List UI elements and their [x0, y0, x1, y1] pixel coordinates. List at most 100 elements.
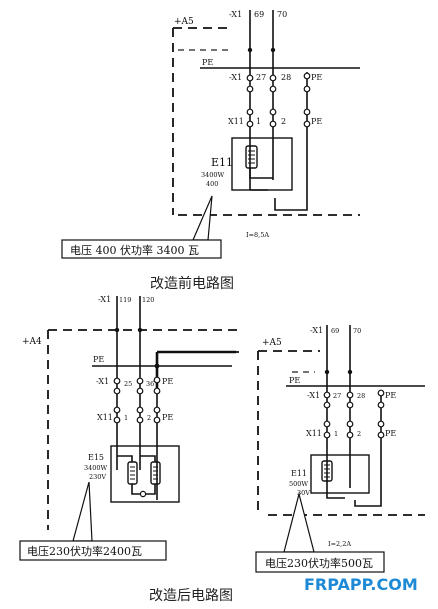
heater-coil-icon: [150, 461, 161, 485]
terminal-circle: [246, 74, 254, 82]
terminal-circle: [153, 387, 161, 395]
terminal-2-label: 2: [147, 414, 151, 422]
terminal-circle: [136, 377, 144, 385]
cabinet-label: +A5: [262, 338, 282, 348]
terminal-27-label: 27: [333, 392, 341, 400]
heater-coil-turns: [130, 466, 135, 480]
caption-before: 改造前电路图: [150, 275, 234, 292]
current-label: I=2,2A: [328, 540, 351, 548]
junction-dot: [347, 369, 353, 375]
junction-dot: [324, 369, 330, 375]
terminal-circle: [153, 416, 161, 424]
terminal-pe-mid-label: PE: [311, 73, 322, 82]
terminal-circle: [269, 85, 277, 93]
terminal-36-label: 36: [146, 380, 154, 388]
terminal-circle: [136, 416, 144, 424]
pe-bus-label: PE: [93, 355, 104, 364]
terminal-circle: [153, 376, 161, 384]
terminal-70-label: 70: [353, 327, 361, 335]
terminal-pe-mid-label: PE: [385, 391, 396, 400]
heater-box: [110, 445, 180, 503]
terminal-28-label: 28: [357, 392, 365, 400]
terminal-circle: [323, 391, 331, 399]
terminal-x11-label: X11: [306, 429, 322, 438]
terminal-circle: [269, 108, 277, 116]
heater-coil-icon: [321, 460, 333, 482]
heater-voltage: 30V: [297, 489, 310, 497]
terminal-69-label: 69: [254, 10, 264, 19]
terminal-x1-mid-label: -X1: [307, 391, 320, 400]
terminal-circle: [269, 120, 277, 128]
terminal-2-label: 2: [281, 117, 286, 126]
terminal-circle: [113, 406, 121, 414]
wire-pe: [274, 72, 308, 211]
heater-box: [310, 454, 370, 494]
panel-after-a5: +A5 PE -X1 69 70 -X1 27 28 PE X11 1 2 PE: [255, 325, 425, 573]
terminal-1-label: 1: [256, 117, 261, 126]
terminal-x1-top-label: -X1: [98, 295, 111, 304]
terminal-circle: [303, 72, 311, 80]
wire-pe: [354, 390, 382, 507]
heater-power: 500W: [289, 480, 308, 488]
terminal-circle: [377, 389, 385, 397]
terminal-x11-label: X11: [97, 413, 113, 422]
heater-lead: [249, 168, 273, 179]
watermark-text: FRPAPP.COM: [304, 575, 418, 594]
heater-power: 3400W: [201, 171, 225, 179]
cabinet-label: +A5: [174, 17, 194, 27]
panel-before: +A5 PE -X1 69 70 -X1 27 28 PE X11 1 2 PE: [61, 10, 360, 292]
terminal-1-label: 1: [334, 430, 338, 438]
terminal-circle: [377, 420, 385, 428]
terminal-circle: [346, 391, 354, 399]
heater-coil-turns: [324, 464, 330, 478]
terminal-circle: [269, 74, 277, 82]
terminal-circle: [113, 377, 121, 385]
junction-dot: [114, 327, 120, 333]
terminal-circle: [377, 401, 385, 409]
heater-label: E15: [88, 453, 104, 462]
terminal-circle: [136, 387, 144, 395]
terminal-circle: [303, 120, 311, 128]
terminal-x1-mid-label: -X1: [229, 73, 242, 82]
heater-voltage: 400: [206, 180, 218, 188]
junction-dot: [137, 327, 143, 333]
callout-box: [19, 540, 167, 561]
terminal-pe-low-label: PE: [311, 117, 322, 126]
pe-bus-label: PE: [289, 376, 300, 385]
heater-coil-turns: [248, 150, 255, 164]
terminal-119-label: 119: [119, 296, 131, 304]
terminal-69-label: 69: [331, 327, 339, 335]
terminal-circle: [346, 401, 354, 409]
pe-bus-label: PE: [202, 58, 213, 67]
terminal-circle: [377, 431, 385, 439]
terminal-circle: [153, 406, 161, 414]
terminal-1-label: 1: [124, 414, 128, 422]
terminal-circle: [323, 431, 331, 439]
terminal-27-label: 27: [256, 73, 266, 82]
terminal-pe-low-label: PE: [385, 429, 396, 438]
terminal-circle: [246, 108, 254, 116]
terminal-circle: [246, 120, 254, 128]
terminal-circle: [323, 420, 331, 428]
terminal-circle: [346, 431, 354, 439]
terminal-circle: [303, 108, 311, 116]
heater-coil-icon: [127, 461, 138, 485]
terminal-circle: [139, 490, 147, 498]
terminal-circle: [323, 401, 331, 409]
callout-pointer: [283, 491, 315, 553]
terminal-70-label: 70: [277, 10, 287, 19]
junction-dot: [270, 47, 276, 53]
terminal-x11-label: X11: [228, 117, 244, 126]
terminal-pe-mid-label: PE: [162, 377, 173, 386]
terminal-circle: [246, 85, 254, 93]
terminal-circle: [113, 387, 121, 395]
callout-box: [61, 239, 222, 259]
terminal-circle: [113, 416, 121, 424]
wire-phase-1: [326, 325, 345, 499]
terminal-x1-top-label: -X1: [310, 326, 323, 335]
caption-after: 改造后电路图: [149, 588, 233, 604]
heater-coil-turns: [153, 466, 158, 480]
current-label: I=8,5A: [246, 231, 269, 239]
junction-dot: [247, 47, 253, 53]
